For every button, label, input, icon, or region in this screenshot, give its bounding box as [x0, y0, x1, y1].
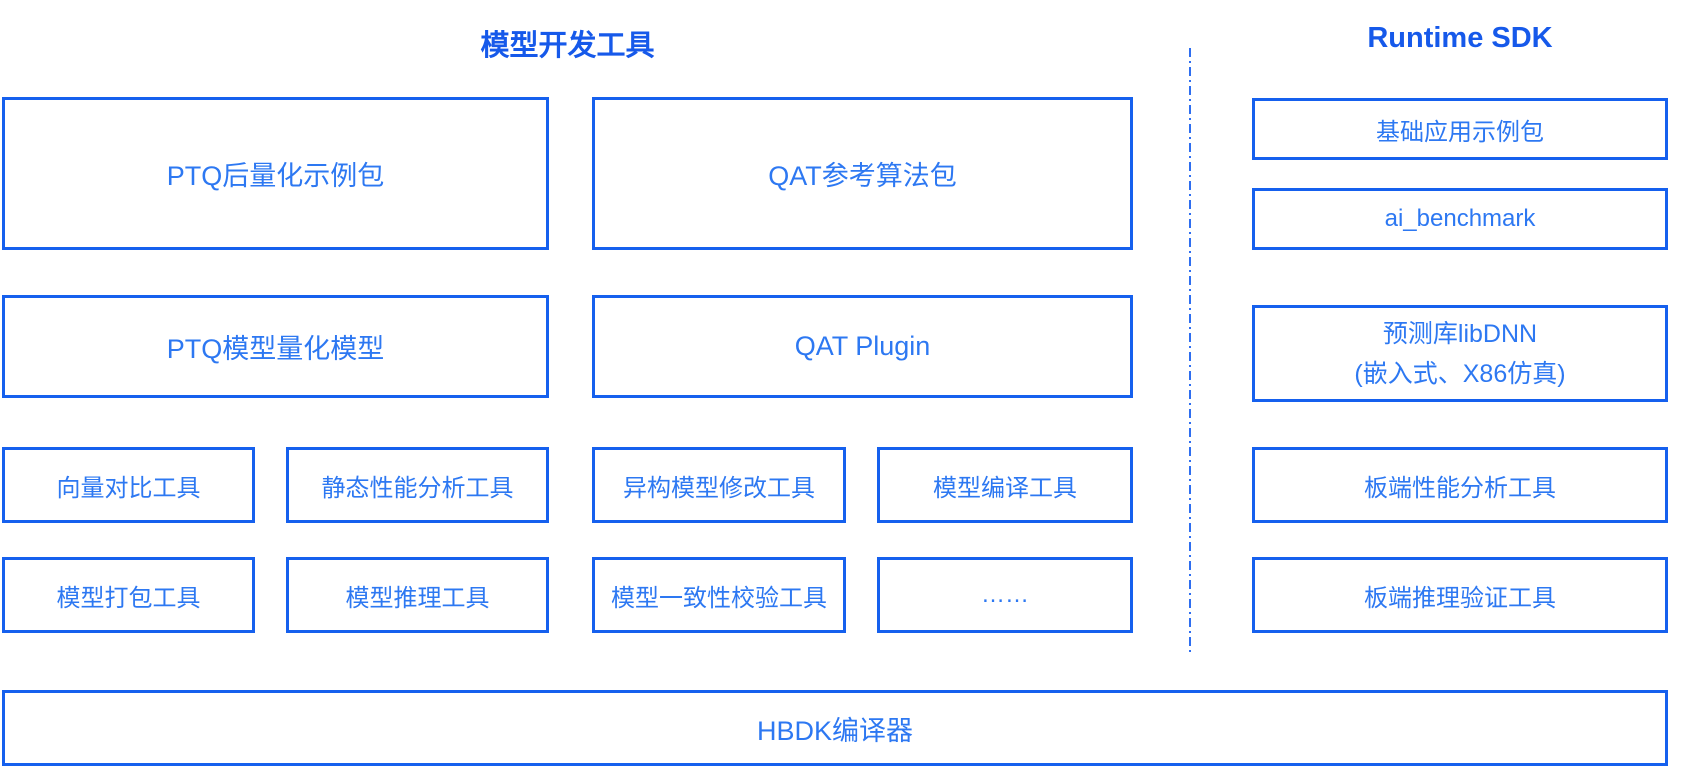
box-libdnn-prediction-library: 预测库libDNN (嵌入式、X86仿真) — [1252, 305, 1668, 402]
box-model-compile-tool: 模型编译工具 — [877, 447, 1133, 523]
box-vector-compare-tool: 向量对比工具 — [2, 447, 255, 523]
box-board-performance-analysis-tool: 板端性能分析工具 — [1252, 447, 1668, 523]
libdnn-label-line1: 预测库libDNN — [1382, 319, 1538, 348]
box-board-inference-verification-tool: 板端推理验证工具 — [1252, 557, 1668, 633]
box-qat-plugin: QAT Plugin — [592, 295, 1133, 398]
section-title-runtime-sdk: Runtime SDK — [1367, 22, 1553, 54]
box-ptq-quantization-sample-package: PTQ后量化示例包 — [2, 97, 549, 250]
box-static-performance-analysis-tool: 静态性能分析工具 — [286, 447, 549, 523]
box-more-tools-ellipsis: …… — [877, 557, 1133, 633]
box-model-consistency-check-tool: 模型一致性校验工具 — [592, 557, 846, 633]
box-hbdk-compiler: HBDK编译器 — [2, 690, 1668, 766]
box-qat-reference-algorithm-package: QAT参考算法包 — [592, 97, 1133, 250]
box-heterogeneous-model-modify-tool: 异构模型修改工具 — [592, 447, 846, 523]
section-divider-line — [1189, 48, 1191, 653]
box-ptq-model-quantization-model: PTQ模型量化模型 — [2, 295, 549, 398]
libdnn-label: 预测库libDNN (嵌入式、X86仿真) — [1354, 314, 1565, 394]
section-title-model-dev-tools: 模型开发工具 — [480, 30, 655, 62]
libdnn-label-line2: (嵌入式、X86仿真) — [1354, 359, 1566, 388]
box-model-inference-tool: 模型推理工具 — [286, 557, 549, 633]
box-basic-application-sample-package: 基础应用示例包 — [1252, 98, 1668, 160]
box-ai-benchmark: ai_benchmark — [1252, 188, 1668, 250]
box-model-pack-tool: 模型打包工具 — [2, 557, 255, 633]
